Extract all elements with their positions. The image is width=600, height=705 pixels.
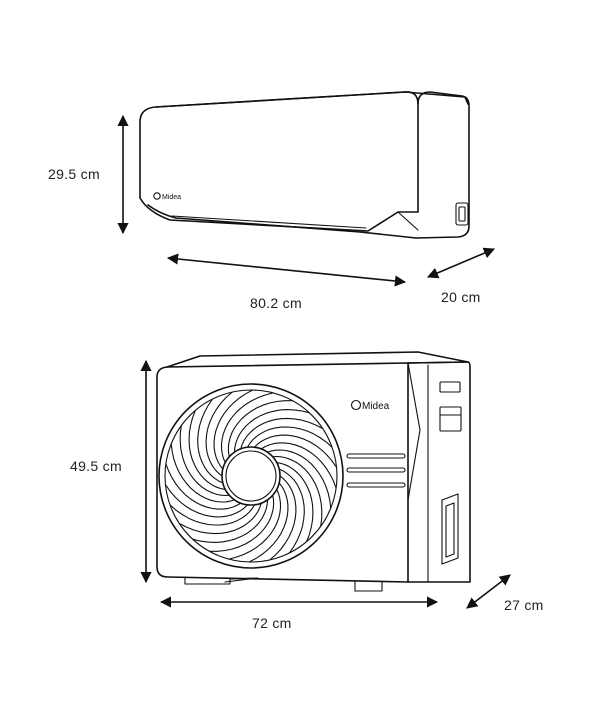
- fan-spiral-arm: [227, 400, 294, 458]
- indoor-width-arrow: [166, 253, 407, 287]
- indoor-midea-logo-icon: [153, 192, 161, 200]
- fan-spiral-arm: [178, 502, 262, 535]
- outdoor-width-label: 72 cm: [252, 615, 292, 631]
- fan-grille-icon: [164, 389, 338, 563]
- fan-spiral-arm: [192, 499, 269, 543]
- fan-spiral-arm: [179, 425, 230, 497]
- fan-spiral-arm: [220, 392, 274, 464]
- fan-spiral-arm: [213, 389, 254, 470]
- outdoor-depth-arrow: [466, 574, 511, 609]
- fan-spiral-arm: [278, 468, 305, 554]
- indoor-height-label: 29.5 cm: [48, 166, 100, 182]
- fan-spiral-arm: [188, 409, 226, 491]
- outdoor-unit-drawing: Midea: [156, 351, 471, 592]
- fan-spiral-arm: [248, 482, 289, 563]
- indoor-depth-arrow: [426, 247, 496, 279]
- fan-spiral-arm: [260, 442, 337, 489]
- outdoor-height-label: 49.5 cm: [70, 458, 122, 474]
- fan-spiral-arm: [164, 484, 249, 518]
- fan-spiral-arm: [240, 417, 324, 450]
- fan-spiral-arm: [170, 443, 236, 503]
- indoor-unit-drawing: Midea: [139, 91, 470, 239]
- outdoor-midea-logo-icon: [350, 399, 362, 411]
- fan-spiral-arm: [169, 504, 256, 526]
- fan-spiral-arm: [233, 409, 310, 453]
- fan-spiral-arm: [253, 434, 338, 468]
- outdoor-depth-label: 27 cm: [504, 597, 544, 613]
- indoor-depth-label: 20 cm: [441, 289, 481, 305]
- fan-spiral-arm: [266, 449, 332, 509]
- fan-spiral-arm: [165, 463, 242, 510]
- fan-spiral-arm: [276, 461, 314, 543]
- fan-spiral-arm: [205, 391, 233, 477]
- fan-spiral-arm: [228, 488, 282, 560]
- fan-spiral-arm: [246, 426, 333, 448]
- fan-spiral-arm: [272, 455, 323, 527]
- fan-grille-outer-ring: [158, 383, 344, 569]
- indoor-brand-logo: Midea: [162, 194, 181, 201]
- fan-hub: [221, 446, 281, 506]
- fan-spiral-arm: [197, 398, 224, 484]
- outdoor-brand-logo: Midea: [362, 401, 390, 412]
- fan-spiral-arm: [269, 475, 297, 561]
- fan-spiral-arm: [208, 494, 275, 552]
- indoor-width-label: 80.2 cm: [250, 295, 302, 311]
